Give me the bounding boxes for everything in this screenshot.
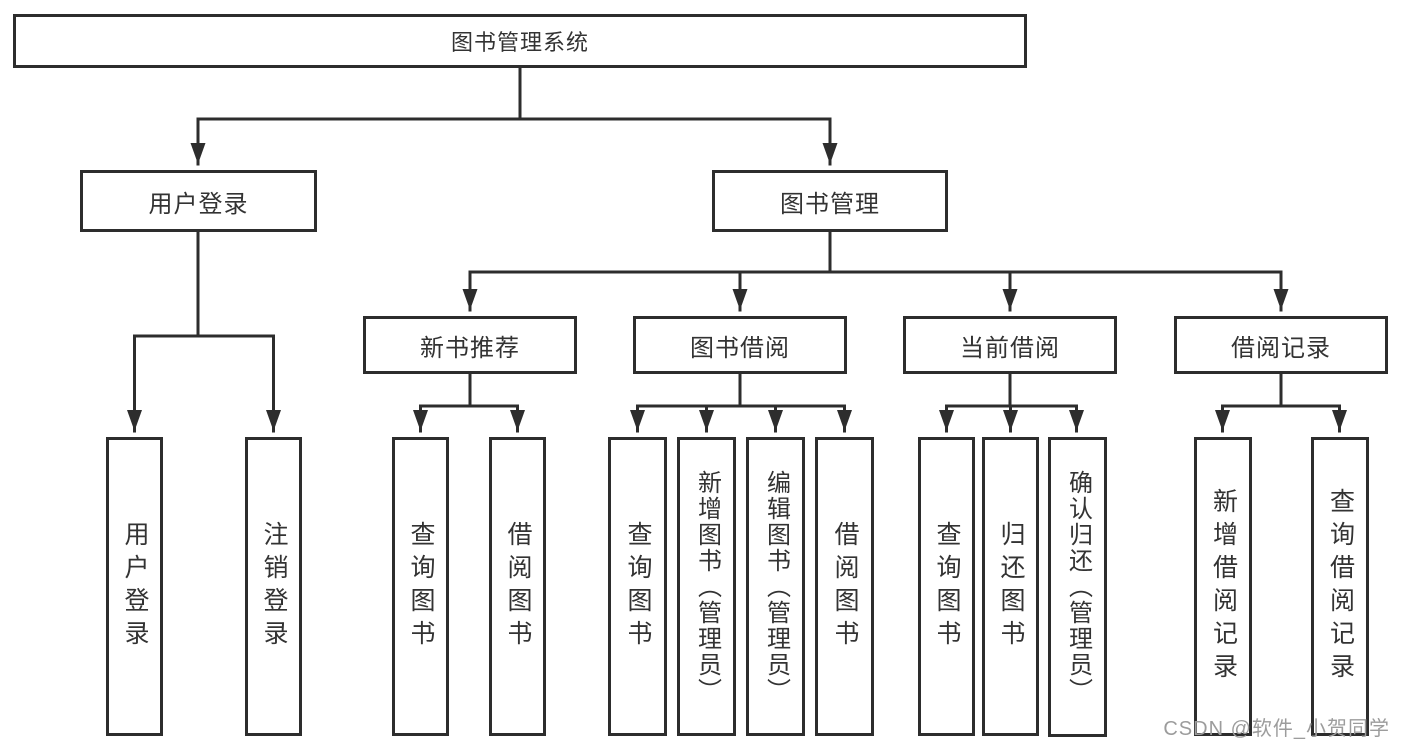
node-book-management: 图书管理 bbox=[712, 170, 948, 232]
leaf-logout: 注销登录 bbox=[245, 437, 302, 736]
node-new-book-recommend: 新书推荐 bbox=[363, 316, 577, 374]
leaf-confirm-return-admin: 确认归还（管理员） bbox=[1048, 437, 1107, 737]
leaf-add-borrow-record-label: 新增借阅记录 bbox=[1209, 487, 1238, 686]
leaf-query-borrow-record-label: 查询借阅记录 bbox=[1326, 487, 1355, 686]
node-library-management-system: 图书管理系统 bbox=[13, 14, 1027, 68]
leaf-user-login-label: 用户登录 bbox=[121, 520, 149, 653]
leaf-borrow-books-label: 借阅图书 bbox=[831, 520, 859, 653]
leaf-edit-book-admin-label: 编辑图书（管理员） bbox=[762, 469, 790, 704]
leaf-query-borrow-record: 查询借阅记录 bbox=[1311, 437, 1369, 736]
csdn-watermark: CSDN @软件_小贺同学 bbox=[1163, 718, 1390, 740]
leaf-query-books-current: 查询图书 bbox=[918, 437, 975, 736]
leaf-add-borrow-record: 新增借阅记录 bbox=[1194, 437, 1252, 736]
leaf-borrow-books-recommend-label: 借阅图书 bbox=[504, 520, 532, 653]
leaf-borrow-books-recommend: 借阅图书 bbox=[489, 437, 546, 736]
leaf-return-books: 归还图书 bbox=[982, 437, 1039, 736]
leaf-edit-book-admin: 编辑图书（管理员） bbox=[746, 437, 805, 736]
leaf-add-book-admin-label: 新增图书（管理员） bbox=[693, 469, 721, 704]
leaf-user-login: 用户登录 bbox=[106, 437, 163, 736]
leaf-query-books-recommend: 查询图书 bbox=[392, 437, 449, 736]
node-book-borrow: 图书借阅 bbox=[633, 316, 847, 374]
leaf-return-books-label: 归还图书 bbox=[997, 520, 1025, 653]
leaf-confirm-return-admin-label: 确认归还（管理员） bbox=[1064, 470, 1092, 704]
leaf-add-book-admin: 新增图书（管理员） bbox=[677, 437, 736, 736]
leaf-query-books-borrow-label: 查询图书 bbox=[624, 520, 652, 653]
leaf-borrow-books: 借阅图书 bbox=[815, 437, 874, 736]
leaf-logout-label: 注销登录 bbox=[260, 520, 288, 653]
node-current-borrow: 当前借阅 bbox=[903, 316, 1117, 374]
node-user-login: 用户登录 bbox=[80, 170, 317, 232]
leaf-query-books-recommend-label: 查询图书 bbox=[407, 520, 435, 653]
node-borrow-records: 借阅记录 bbox=[1174, 316, 1388, 374]
leaf-query-books-borrow: 查询图书 bbox=[608, 437, 667, 736]
leaf-query-books-current-label: 查询图书 bbox=[933, 520, 961, 653]
